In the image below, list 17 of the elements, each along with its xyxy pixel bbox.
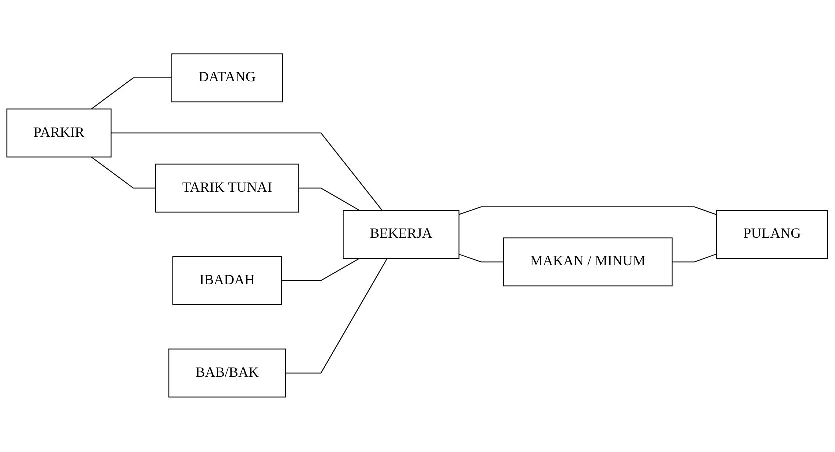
connector: [298, 188, 360, 212]
connector: [91, 157, 156, 190]
node-box: BAB/BAK: [168, 349, 286, 398]
node-box: IBADAH: [172, 256, 282, 306]
node-box: PULANG: [716, 210, 828, 260]
connector: [672, 254, 718, 263]
node-box: MAKAN / MINUM: [503, 238, 673, 287]
connector: [91, 78, 172, 110]
connector: [281, 258, 360, 282]
connector: [458, 254, 504, 263]
node-box: PARKIR: [6, 109, 112, 158]
node-box: BEKERJA: [343, 210, 460, 260]
node-box: DATANG: [172, 54, 284, 103]
connector: [458, 206, 718, 216]
connector: [285, 258, 388, 374]
connector: [110, 133, 383, 212]
node-box: TARIK TUNAI: [155, 164, 300, 214]
